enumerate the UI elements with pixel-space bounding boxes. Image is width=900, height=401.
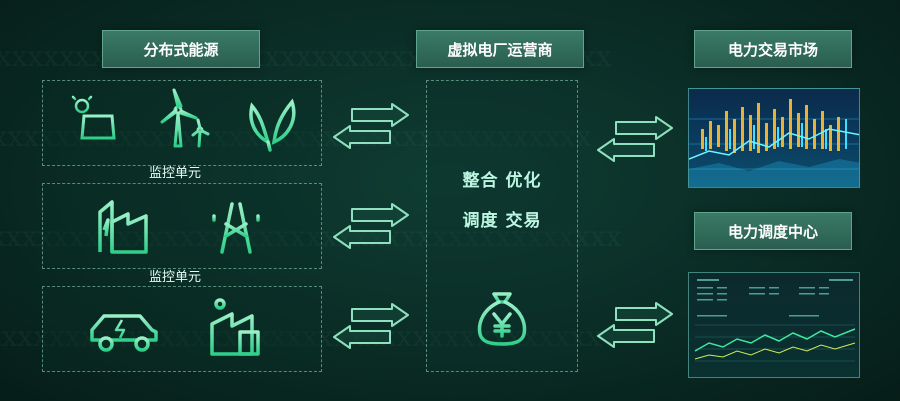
vpp-operator-title: 虚拟电厂运营商 <box>416 30 584 68</box>
energy-group-ev-building <box>42 286 322 372</box>
monitor-unit-label-1: 监控单元 <box>148 166 201 181</box>
money-bag-icon <box>477 292 527 346</box>
dispatch-dashboard-image <box>688 272 860 378</box>
energy-group-renewables <box>42 80 322 166</box>
wind-turbine-icon <box>158 88 210 150</box>
electric-car-icon <box>90 314 158 352</box>
dispatch-dashboard-graphic <box>694 279 856 362</box>
building-icon <box>210 298 260 356</box>
exchange-arrows-dispatch <box>597 302 673 348</box>
power-market-title: 电力交易市场 <box>694 30 852 68</box>
dispatch-center-title: 电力调度中心 <box>694 212 852 250</box>
exchange-arrows-2 <box>333 203 409 249</box>
exchange-arrows-1 <box>333 103 409 149</box>
exchange-arrows-market <box>597 116 673 162</box>
center-functions-line1: 整合 优化 <box>462 171 542 191</box>
center-functions-line2: 调度 交易 <box>462 211 542 231</box>
solar-panel-icon <box>68 92 116 150</box>
monitor-unit-label-2: 监控单元 <box>148 270 201 285</box>
exchange-arrows-3 <box>333 303 409 349</box>
leaf-energy-icon <box>249 98 296 152</box>
power-tower-icon <box>212 196 260 254</box>
energy-group-industry <box>42 183 322 269</box>
market-chart-image <box>688 88 860 188</box>
factory-icon <box>98 200 148 254</box>
market-candlesticks <box>689 99 859 187</box>
distributed-energy-title: 分布式能源 <box>102 30 260 68</box>
